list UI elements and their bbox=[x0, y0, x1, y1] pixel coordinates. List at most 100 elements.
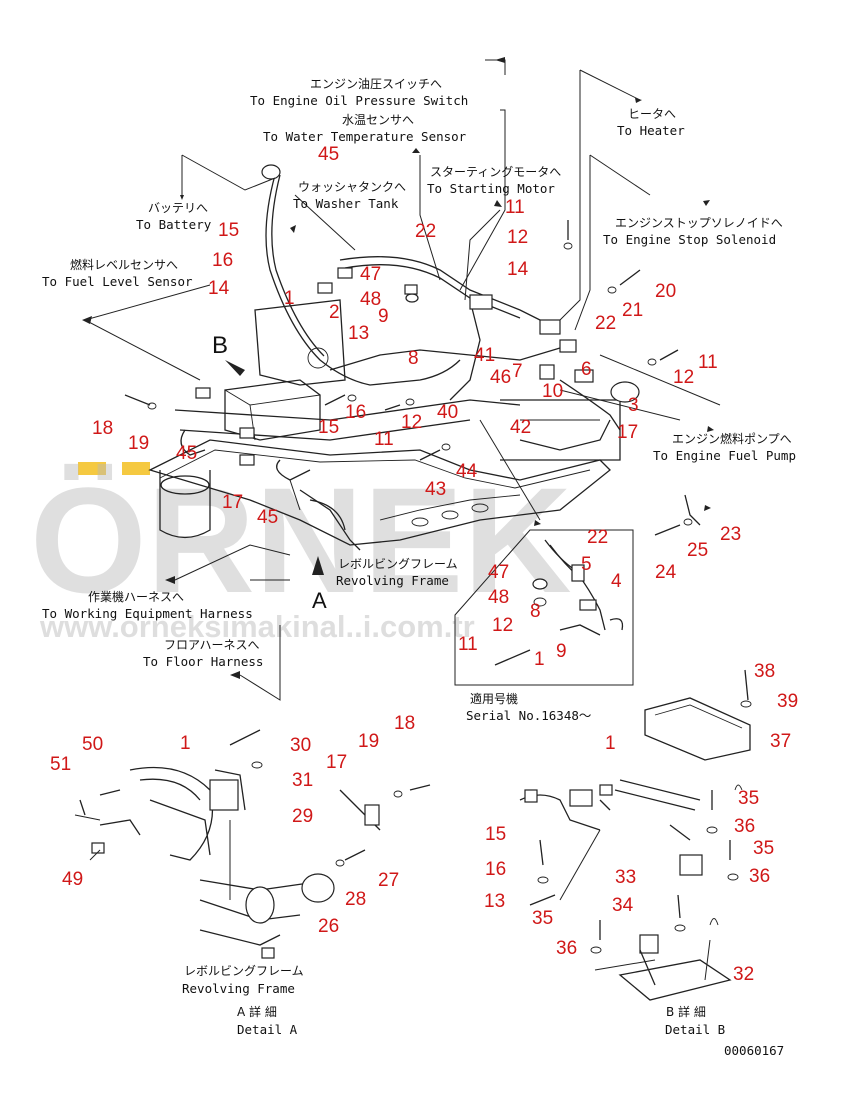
callout: 14 bbox=[208, 278, 230, 299]
callout: 1 bbox=[284, 288, 295, 309]
label-detail-b-en: Detail B bbox=[665, 1022, 725, 1037]
serial-inset bbox=[454, 529, 634, 686]
callout: 40 bbox=[437, 402, 458, 423]
callout: 1 bbox=[534, 649, 545, 670]
callout: 47 bbox=[488, 562, 509, 583]
callout: 44 bbox=[456, 461, 478, 482]
callout: 15 bbox=[485, 824, 506, 845]
label-washer-tank-en: To Washer Tank bbox=[293, 196, 399, 211]
callout: 42 bbox=[510, 417, 531, 438]
destination-arrows bbox=[82, 57, 714, 679]
callout: 13 bbox=[348, 323, 369, 344]
callout: 3 bbox=[628, 395, 639, 416]
label-starting-motor-en: To Starting Motor bbox=[427, 181, 555, 196]
label-revolving-frame-a-jp: レボルビングフレーム bbox=[184, 964, 304, 978]
callout: 8 bbox=[530, 601, 541, 622]
destination-labels: エンジン油圧スイッチへ To Engine Oil Pressure Switc… bbox=[42, 77, 796, 1058]
callout: 12 bbox=[673, 367, 694, 388]
label-revolving-frame-main-jp: レボルビングフレーム bbox=[338, 557, 458, 571]
callout: 15 bbox=[218, 220, 239, 241]
watermark-brand: ÖRNEK bbox=[30, 456, 572, 624]
label-oil-pressure-en: To Engine Oil Pressure Switch bbox=[250, 93, 468, 108]
callout: 45 bbox=[257, 507, 278, 528]
callout: 12 bbox=[401, 412, 422, 433]
callout: 45 bbox=[318, 144, 339, 165]
label-revolving-frame-a-en: Revolving Frame bbox=[182, 981, 295, 996]
label-detail-b-jp: B 詳 細 bbox=[666, 1004, 706, 1019]
view-letter-a: A bbox=[312, 588, 327, 613]
callout: 27 bbox=[378, 870, 399, 891]
callout: 1 bbox=[605, 733, 616, 754]
callout: 41 bbox=[474, 345, 495, 366]
callout: 39 bbox=[777, 691, 798, 712]
label-floor-harness-jp: フロアハーネスへ bbox=[164, 638, 260, 652]
label-fuel-pump-en: To Engine Fuel Pump bbox=[653, 448, 796, 463]
label-fuel-level-en: To Fuel Level Sensor bbox=[42, 274, 193, 289]
callout: 26 bbox=[318, 916, 339, 937]
callout: 2 bbox=[329, 302, 340, 323]
watermark-url: www.orneksimakinal..i.com.tr bbox=[39, 609, 475, 644]
view-letter-b: B bbox=[212, 332, 228, 359]
callout: 16 bbox=[212, 250, 233, 271]
callout: 51 bbox=[50, 754, 71, 775]
callout: 32 bbox=[733, 964, 754, 985]
callout: 9 bbox=[556, 641, 567, 662]
detail-b bbox=[519, 669, 752, 1001]
label-working-equipment-en: To Working Equipment Harness bbox=[42, 606, 253, 621]
callout: 9 bbox=[378, 306, 389, 327]
callout: 19 bbox=[358, 731, 379, 752]
label-revolving-frame-main-en: Revolving Frame bbox=[336, 573, 449, 588]
callout: 18 bbox=[92, 418, 113, 439]
callout: 45 bbox=[176, 443, 197, 464]
callout: 15 bbox=[318, 417, 339, 438]
callout: 17 bbox=[617, 422, 638, 443]
callout: 11 bbox=[458, 634, 478, 655]
label-water-temp-en: To Water Temperature Sensor bbox=[263, 129, 467, 144]
drawing-code: 00060167 bbox=[724, 1043, 784, 1058]
callout: 12 bbox=[492, 615, 513, 636]
label-washer-tank-jp: ウォッシャタンクへ bbox=[298, 180, 406, 194]
label-serial-jp: 適用号機 bbox=[470, 691, 518, 706]
callout: 13 bbox=[484, 891, 505, 912]
label-oil-pressure-jp: エンジン油圧スイッチへ bbox=[310, 77, 442, 91]
callout: 33 bbox=[615, 867, 636, 888]
callout: 43 bbox=[425, 479, 446, 500]
callout: 16 bbox=[485, 859, 506, 880]
label-floor-harness-en: To Floor Harness bbox=[143, 654, 263, 669]
callout: 36 bbox=[556, 938, 577, 959]
main-assembly bbox=[124, 164, 701, 575]
callout: 36 bbox=[734, 816, 755, 837]
callout: 22 bbox=[595, 313, 616, 334]
callout: 28 bbox=[345, 889, 366, 910]
callout: 11 bbox=[505, 197, 525, 218]
callout: 17 bbox=[222, 492, 243, 513]
callout: 38 bbox=[754, 661, 775, 682]
callout: 11 bbox=[374, 429, 394, 450]
callout: 17 bbox=[326, 752, 347, 773]
callout: 48 bbox=[360, 289, 381, 310]
callout: 22 bbox=[587, 527, 608, 548]
callout: 19 bbox=[128, 433, 149, 454]
callout: 12 bbox=[507, 227, 528, 248]
callout: 46 bbox=[490, 367, 511, 388]
callout: 50 bbox=[82, 734, 103, 755]
callout: 1 bbox=[180, 733, 191, 754]
label-starting-motor-jp: スターティングモータへ bbox=[430, 165, 561, 179]
callout: 25 bbox=[687, 540, 708, 561]
callout: 10 bbox=[542, 381, 563, 402]
callout: 14 bbox=[507, 259, 529, 280]
label-heater-jp: ヒータへ bbox=[628, 107, 676, 121]
callout: 8 bbox=[408, 348, 419, 369]
callout: 5 bbox=[581, 554, 592, 575]
label-detail-a-en: Detail A bbox=[237, 1022, 298, 1037]
callout: 35 bbox=[532, 908, 553, 929]
label-detail-a-jp: A 詳 細 bbox=[237, 1004, 277, 1019]
label-stop-solenoid-jp: エンジンストップソレノイドへ bbox=[615, 216, 783, 230]
callout: 48 bbox=[488, 587, 509, 608]
callout: 30 bbox=[290, 735, 311, 756]
callout: 47 bbox=[360, 264, 381, 285]
callout: 37 bbox=[770, 731, 791, 752]
label-battery-en: To Battery bbox=[136, 217, 212, 232]
callout: 23 bbox=[720, 524, 741, 545]
label-water-temp-jp: 水温センサへ bbox=[342, 113, 414, 127]
